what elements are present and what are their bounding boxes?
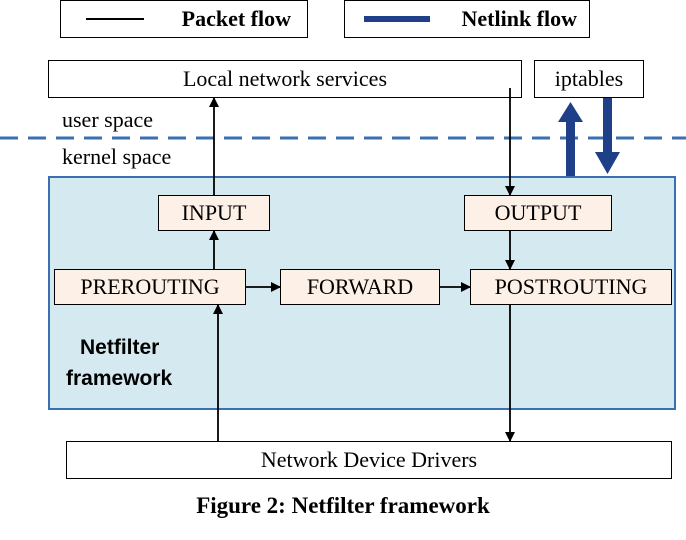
network-device-drivers-label: Network Device Drivers (260, 447, 478, 472)
legend-netlink-flow-label: Netlink flow (461, 6, 578, 31)
prerouting-chain-box: PREROUTING (54, 269, 246, 305)
kernel-space-label: kernel space (62, 144, 172, 169)
netlink-arrow-down (595, 98, 620, 174)
legend-packet-flow-label: Packet flow (181, 6, 291, 31)
local-network-services-box: Local network services (48, 60, 522, 98)
legend-packet-flow: Packet flow (60, 0, 308, 38)
legend-netlink-line (364, 16, 430, 22)
network-device-drivers-box: Network Device Drivers (66, 441, 672, 479)
netlink-arrow-up (558, 102, 583, 176)
figure-caption: Figure 2: Netfilter framework (196, 493, 490, 518)
user-space-label: user space (62, 107, 154, 132)
output-chain-box: OUTPUT (464, 195, 612, 231)
forward-chain-box: FORWARD (280, 269, 440, 305)
legend-packet-line (86, 18, 144, 20)
input-chain-box: INPUT (158, 195, 270, 231)
forward-chain-label: FORWARD (306, 274, 414, 299)
postrouting-chain-label: POSTROUTING (494, 274, 648, 299)
local-network-services-label: Local network services (182, 66, 388, 91)
input-chain-label: INPUT (181, 200, 247, 225)
netfilter-framework-label-line1: Netfilter (80, 336, 160, 359)
iptables-label: iptables (554, 66, 624, 91)
postrouting-chain-box: POSTROUTING (470, 269, 672, 305)
output-chain-label: OUTPUT (494, 200, 582, 225)
prerouting-chain-label: PREROUTING (80, 274, 220, 299)
netfilter-framework-label-line2: framework (66, 367, 173, 390)
iptables-box: iptables (534, 60, 644, 98)
